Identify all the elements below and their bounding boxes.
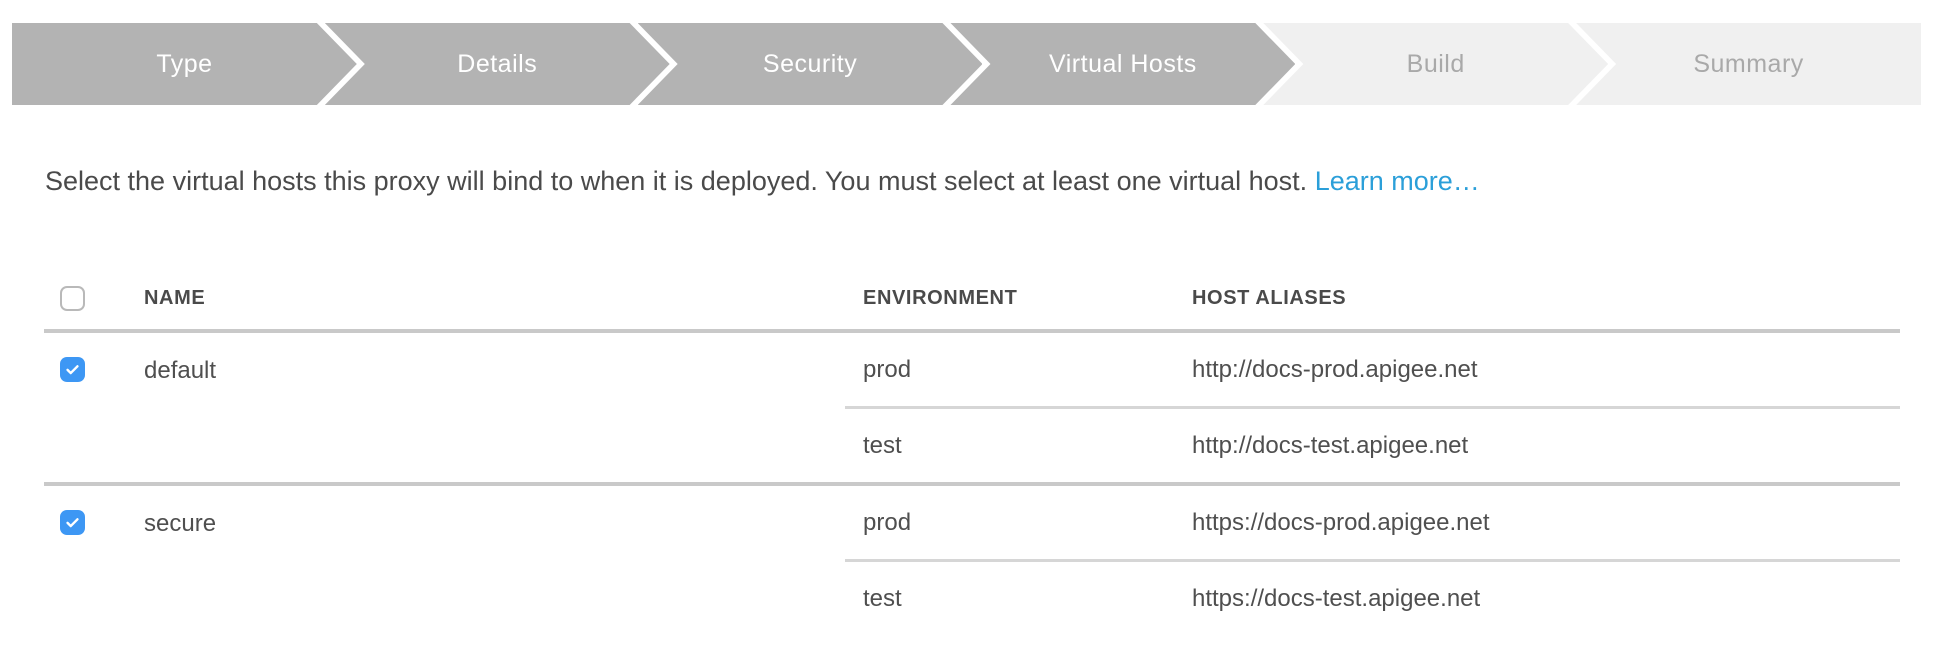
step-label: Build xyxy=(1406,49,1465,78)
step-virtual-hosts[interactable]: Virtual Hosts xyxy=(950,23,1295,105)
column-header-name: NAME xyxy=(144,286,206,309)
intro-text: Select the virtual hosts this proxy will… xyxy=(45,165,1909,197)
step-details[interactable]: Details xyxy=(325,23,670,105)
row-name: default xyxy=(144,357,217,384)
step-summary: Summary xyxy=(1576,23,1921,105)
column-header-host-aliases: HOST ALIASES xyxy=(1192,286,1347,309)
host-alias-cell: https://docs-test.apigee.net xyxy=(1192,584,1481,612)
step-label: Type xyxy=(156,49,213,78)
header-checkbox-cell xyxy=(44,285,144,311)
check-icon xyxy=(66,518,79,528)
environment-cell: prod xyxy=(845,333,1192,409)
environment-cell: prod xyxy=(845,486,1192,562)
host-alias-cell: https://docs-prod.apigee.net xyxy=(1192,486,1900,562)
table-row-default: default prod http://docs-prod.apigee.net… xyxy=(44,333,1900,486)
select-all-checkbox[interactable] xyxy=(60,285,85,311)
virtual-hosts-table: NAME ENVIRONMENT HOST ALIASES default pr… xyxy=(44,267,1900,635)
step-security[interactable]: Security xyxy=(638,23,983,105)
table-row-secure: secure prod https://docs-prod.apigee.net… xyxy=(44,486,1900,635)
step-build: Build xyxy=(1263,23,1608,105)
environment-cell: test xyxy=(863,431,902,459)
step-type[interactable]: Type xyxy=(12,23,357,105)
row-name: secure xyxy=(144,510,217,537)
intro-sentence: Select the virtual hosts this proxy will… xyxy=(45,166,1308,196)
row-checkbox-secure[interactable] xyxy=(60,510,85,535)
row-checkbox-cell xyxy=(44,333,144,482)
learn-more-link[interactable]: Learn more… xyxy=(1314,166,1480,196)
host-alias-cell: http://docs-test.apigee.net xyxy=(1192,431,1469,459)
step-label: Details xyxy=(457,49,538,78)
wizard-stepper: Type Details Security Virtual Hosts Buil… xyxy=(12,23,1921,105)
host-alias-cell: http://docs-prod.apigee.net xyxy=(1192,333,1900,409)
step-label: Virtual Hosts xyxy=(1049,49,1197,78)
check-icon xyxy=(66,365,79,375)
table-header-row: NAME ENVIRONMENT HOST ALIASES xyxy=(44,267,1900,333)
step-label: Security xyxy=(762,49,858,78)
column-header-environment: ENVIRONMENT xyxy=(863,286,1018,309)
row-checkbox-default[interactable] xyxy=(60,357,85,382)
environment-cell: test xyxy=(863,584,902,612)
row-checkbox-cell xyxy=(44,486,144,635)
step-label: Summary xyxy=(1693,49,1804,78)
